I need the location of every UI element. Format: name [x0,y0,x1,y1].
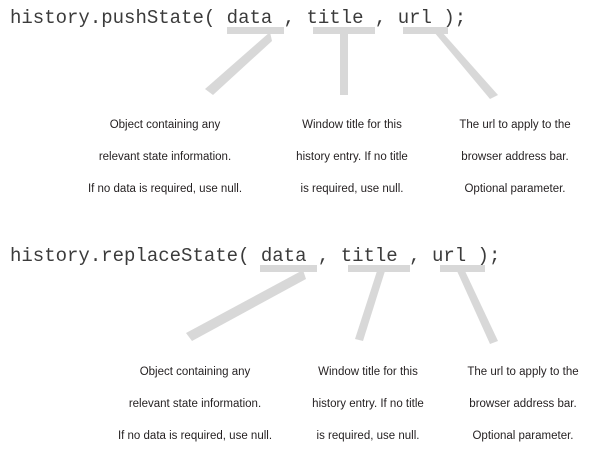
note-line: The url to apply to the [459,119,571,131]
connector-title-icon [348,265,410,341]
connector-url-icon [440,265,498,344]
code-close-paren: ); [466,245,501,267]
note-line: Optional parameter. [464,183,566,195]
code-arg-url: url [397,7,432,29]
code-arg-data: data [260,245,307,267]
replacestate-url-description: The url to apply to the browser address … [448,348,598,460]
code-separator-2: , [363,7,398,29]
replacestate-title-description: Window title for this history entry. If … [292,348,444,460]
code-open-paren: ( [238,245,261,267]
replacestate-data-description: Object containing any relevant state inf… [92,348,298,460]
code-close-paren: ); [431,7,467,29]
code-arg-title: title [340,245,398,267]
connector-url-icon [403,27,498,99]
note-line: browser address bar. [461,151,569,163]
note-line: history entry. If no title [296,151,408,163]
note-line: is required, use null. [300,183,404,195]
note-line: If no data is required, use null. [117,430,273,442]
pushstate-signature: history.pushState( data , title , url ); [10,6,466,30]
note-line: Object containing any [139,366,251,378]
connector-data-icon [186,265,317,341]
replacestate-signature: history.replaceState( data , title , url… [10,244,500,268]
code-arg-data: data [226,7,273,29]
note-line: The url to apply to the [467,366,579,378]
code-arg-title: title [306,7,364,29]
note-line: history entry. If no title [312,398,424,410]
connector-data-icon [205,27,284,95]
code-open-paren: ( [203,7,227,29]
code-dot: . [89,245,102,267]
note-line: Window title for this [318,366,418,378]
note-line: If no data is required, use null. [87,183,243,195]
code-separator-1: , [306,245,341,267]
code-dot: . [89,7,102,29]
pushstate-diagram-block: history.pushState( data , title , url );… [0,0,601,200]
code-method: pushState [101,7,204,29]
note-line: Object containing any [109,119,221,131]
note-line: relevant state information. [98,151,232,163]
note-line: relevant state information. [128,398,262,410]
code-method: replaceState [101,245,239,267]
pushstate-url-description: The url to apply to the browser address … [440,101,590,213]
note-line: Optional parameter. [472,430,574,442]
note-line: browser address bar. [469,398,577,410]
note-line: is required, use null. [316,430,420,442]
connector-title-icon [313,27,375,95]
note-line: Window title for this [302,119,402,131]
code-object: history [10,245,90,267]
pushstate-title-description: Window title for this history entry. If … [276,101,428,213]
code-arg-url: url [431,245,467,267]
replacestate-diagram-block: history.replaceState( data , title , url… [0,238,601,442]
code-separator-2: , [397,245,432,267]
code-separator-1: , [272,7,307,29]
code-object: history [10,7,90,29]
pushstate-data-description: Object containing any relevant state inf… [62,101,268,213]
